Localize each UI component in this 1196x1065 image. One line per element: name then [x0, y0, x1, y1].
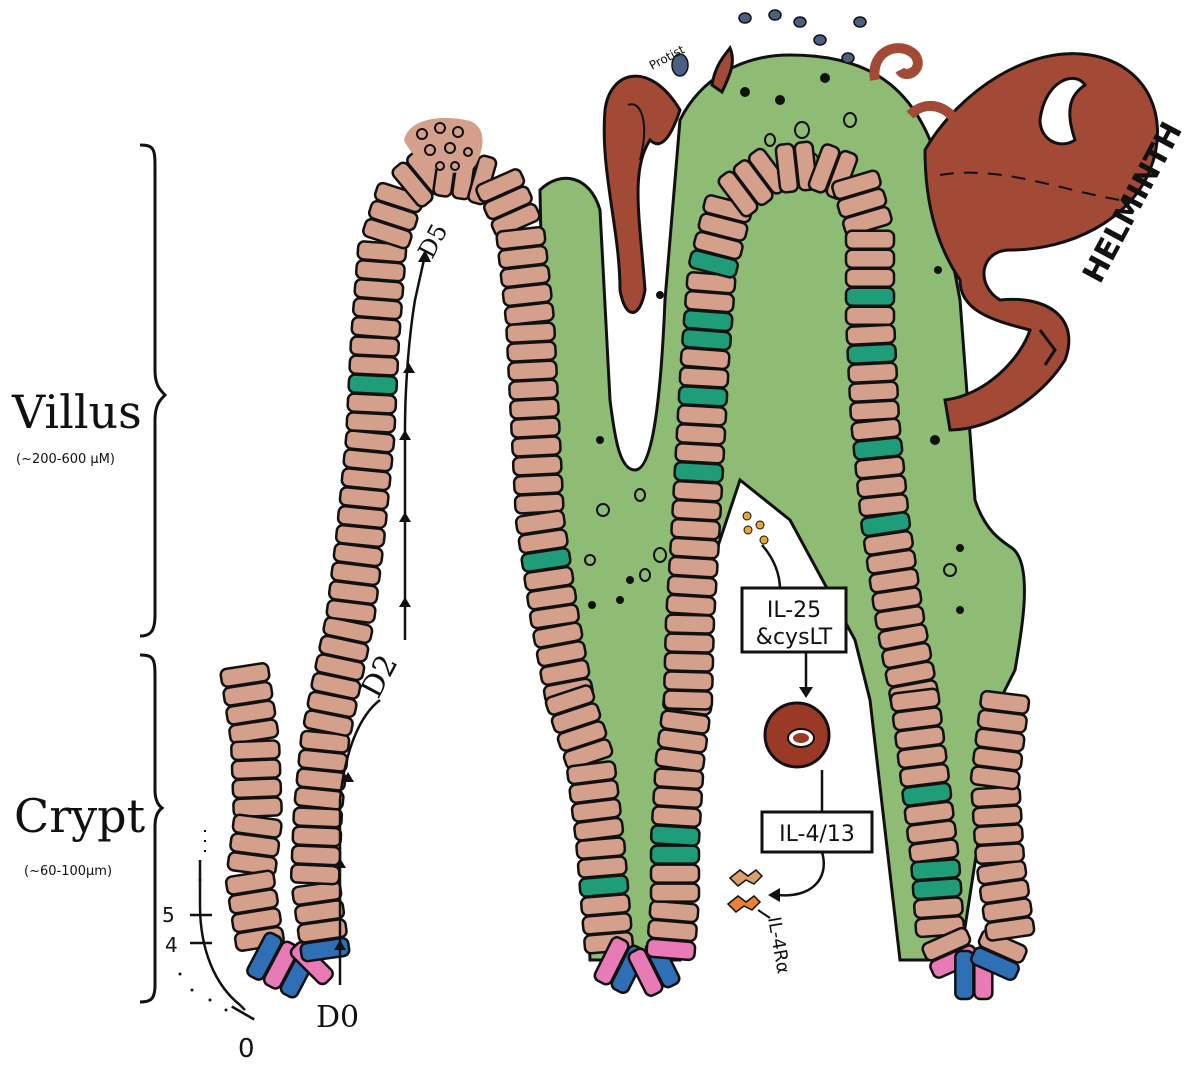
- epithelial-cell: [670, 538, 719, 559]
- epithelial-cell: [847, 344, 896, 364]
- epithelial-cell: [666, 595, 715, 616]
- arrowhead-ilc2: [799, 687, 813, 698]
- epithelial-cell: [911, 859, 960, 880]
- day-marker-d0: D0: [316, 1000, 359, 1035]
- villus-bracket: [140, 145, 165, 636]
- epithelial-cell: [293, 807, 342, 827]
- epithelial-cell: [511, 417, 560, 437]
- tuft-secretions: [743, 512, 768, 544]
- il25-label: IL-25: [767, 598, 821, 623]
- epithelial-cell: [653, 787, 702, 808]
- protist-cell: [794, 17, 806, 27]
- epithelial-cell: [651, 865, 699, 883]
- epithelial-cell: [665, 652, 713, 671]
- scale-tick-5: 5: [162, 903, 175, 927]
- epithelial-cell: [665, 633, 713, 652]
- protist-cell: [854, 17, 866, 27]
- epithelial-cell: [679, 386, 728, 407]
- crypt-label: Crypt: [14, 789, 146, 843]
- ilc2-cell: [765, 703, 829, 767]
- epithelial-cell: [664, 671, 712, 690]
- day-marker-d5: D5: [413, 219, 454, 263]
- protist-cell: [842, 53, 854, 63]
- epithelial-cell: [680, 367, 729, 388]
- il4-13-box: IL-4/13: [762, 812, 872, 852]
- epithelial-cell: [293, 826, 342, 846]
- epithelial-cell: [232, 759, 281, 779]
- epithelial-cell: [649, 901, 698, 923]
- epithelial-cell: [846, 231, 894, 249]
- epithelial-cell: [664, 690, 712, 709]
- epithelial-cell: [848, 363, 897, 383]
- epithelial-cell: [346, 412, 395, 432]
- epithelial-cell: [846, 250, 894, 268]
- epithelial-cell: [291, 864, 340, 884]
- epithelial-cell: [652, 806, 701, 827]
- epithelial-cell: [676, 424, 725, 445]
- epithelial-cell: [506, 322, 555, 342]
- epithelial-cell: [347, 393, 396, 413]
- epithelial-cell: [674, 462, 723, 483]
- villus-label: Villus: [11, 385, 142, 439]
- epithelial-cell: [912, 878, 961, 899]
- protist-cell: [769, 10, 781, 20]
- epithelial-cell: [973, 805, 1022, 826]
- scale-tick-4: 4: [165, 933, 178, 957]
- epithelial-cell: [348, 374, 397, 394]
- il4r-receptor: [728, 870, 770, 918]
- epithelial-cell: [677, 405, 726, 426]
- arrow-secretion-to-box: [762, 545, 780, 590]
- arrowhead-receptor: [768, 888, 780, 902]
- epithelial-cell: [651, 884, 699, 902]
- epithelial-cell: [651, 825, 700, 846]
- epithelial-cell: [846, 269, 894, 287]
- epithelial-cell: [231, 740, 280, 760]
- scale-tick-0: 0: [238, 1034, 255, 1061]
- epithelial-cell: [846, 288, 894, 306]
- epithelial-cell: [514, 474, 563, 494]
- crypt-size: (~60-100μm): [24, 864, 112, 879]
- epithelial-cell: [666, 614, 714, 633]
- epithelial-cell: [507, 341, 556, 361]
- protist-cell: [739, 13, 751, 23]
- epithelial-cell: [350, 336, 399, 356]
- epithelial-cell: [510, 398, 559, 418]
- arrow-box-to-receptor: [778, 852, 824, 895]
- epithelial-cell: [975, 843, 1024, 864]
- epithelial-cell: [974, 824, 1023, 845]
- il4r-label: IL-4Rα: [763, 915, 794, 975]
- epithelial-cell: [292, 845, 341, 865]
- epithelial-cell: [513, 455, 562, 475]
- epithelial-cell: [675, 443, 724, 464]
- helminth-curl-2: [874, 48, 917, 80]
- epithelial-cell: [846, 325, 895, 345]
- protist-cell: [814, 35, 826, 45]
- epithelial-cell: [232, 778, 281, 798]
- cyslt-label: &cysLT: [756, 625, 833, 650]
- epithelial-cell: [512, 436, 561, 456]
- epithelial-cell: [849, 382, 898, 402]
- epithelial-cell: [651, 846, 699, 864]
- epithelial-cell: [669, 557, 718, 578]
- epithelial-cell: [914, 897, 963, 918]
- il25-cyslt-box: IL-25 &cysLT: [742, 588, 846, 652]
- villus-size: (~200-600 μM): [16, 452, 115, 467]
- il4-13-label: IL-4/13: [779, 822, 855, 847]
- epithelial-cell: [673, 481, 722, 502]
- epithelial-cell: [509, 379, 558, 399]
- epithelial-cell: [349, 355, 398, 375]
- epithelial-cell: [668, 576, 717, 597]
- epithelial-cell: [846, 307, 894, 325]
- epithelial-cell: [508, 360, 557, 380]
- epithelial-cell: [672, 500, 721, 521]
- epithelial-cell: [671, 519, 720, 540]
